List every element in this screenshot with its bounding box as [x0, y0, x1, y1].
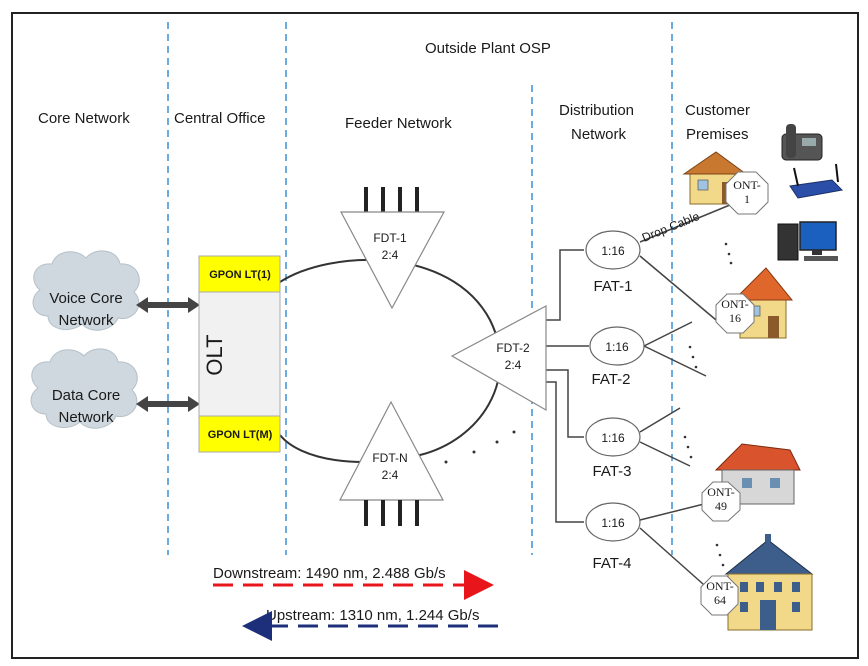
gpon-lt-bottom-label: GPON LT(M) [208, 429, 273, 441]
ont-1-line2: 1 [744, 192, 750, 206]
ont-64-line2: 64 [714, 593, 726, 607]
fdt-2-ratio: 2:4 [505, 358, 522, 372]
label-core-network: Core Network [38, 110, 130, 127]
ont-16-line1: ONT- [721, 297, 749, 311]
fat-1-label: FAT-1 [594, 278, 633, 295]
router-icon [789, 163, 844, 199]
label-customer-line2: Premises [686, 126, 749, 143]
voice-cloud-label-line2: Network [58, 312, 114, 329]
ont-1-line1: ONT- [733, 178, 761, 192]
gpon-lt-top-label: GPON LT(1) [209, 269, 271, 281]
downstream-label: Downstream: 1490 nm, 2.488 Gb/s [213, 565, 446, 582]
diagram-frame [11, 12, 859, 659]
gpon-lt-bottom [198, 415, 281, 453]
data-cloud-label-line2: Network [58, 409, 114, 426]
more-ont-dots [683, 242, 733, 567]
ont-49: ONT- 49 [701, 481, 741, 522]
fat-4: 1:16 FAT-4 [585, 502, 641, 572]
fat-2-label: FAT-2 [592, 371, 631, 388]
label-customer-line1: Customer [685, 102, 750, 119]
voice-cloud-label-line1: Voice Core [49, 290, 122, 307]
fdt-n: FDT-N 2:4 [339, 400, 444, 526]
ont-16-line2: 16 [729, 311, 741, 325]
ont-16: ONT- 16 [715, 293, 755, 334]
data-olt-double-arrow [136, 396, 200, 412]
ont-64-line1: ONT- [706, 579, 734, 593]
fat-3-ratio: 1:16 [601, 431, 625, 445]
ont-49-line1: ONT- [707, 485, 735, 499]
fat-4-ratio: 1:16 [601, 516, 625, 530]
gpon-lt-top [198, 255, 281, 293]
olt-label: OLT [202, 334, 227, 375]
ont-64: ONT- 64 [700, 575, 739, 616]
ont-49-line2: 49 [715, 499, 727, 513]
fat-1-ratio: 1:16 [601, 244, 625, 258]
fdt-1: FDT-1 2:4 [340, 187, 446, 310]
label-distribution-line2: Network [571, 126, 627, 143]
voice-core-cloud: Voice Core Network [32, 250, 140, 331]
voice-olt-double-arrow [136, 297, 200, 313]
label-distribution-line1: Distribution [559, 102, 634, 119]
distribution-fibers [542, 249, 589, 523]
fdt-n-name: FDT-N [372, 451, 407, 465]
data-cloud-label-line1: Data Core [52, 387, 120, 404]
fat-1: 1:16 FAT-1 [585, 230, 641, 295]
upstream-label: Upstream: 1310 nm, 1.244 Gb/s [266, 607, 479, 624]
computer-icon [777, 221, 838, 261]
fdt-n-ratio: 2:4 [382, 468, 399, 482]
fat-4-label: FAT-4 [593, 555, 632, 572]
school-ont-64-icon [724, 534, 814, 631]
fdt-2: FDT-2 2:4 [450, 305, 547, 412]
core-olt-links [136, 297, 200, 412]
fat-3-label: FAT-3 [593, 463, 632, 480]
fdt-2-name: FDT-2 [496, 341, 530, 355]
telephone-icon [781, 124, 823, 161]
fdt-1-name: FDT-1 [373, 231, 407, 245]
data-core-cloud: Data Core Network [30, 348, 138, 429]
downstream-indicator: Downstream: 1490 nm, 2.488 Gb/s [213, 565, 494, 600]
label-feeder-network: Feeder Network [345, 115, 452, 132]
fat-2-ratio: 1:16 [605, 340, 629, 354]
upstream-indicator: Upstream: 1310 nm, 1.244 Gb/s [242, 607, 498, 641]
more-fdt-dots [444, 430, 516, 464]
fat-2: 1:16 FAT-2 [589, 326, 645, 388]
olt-unit: GPON LT(1) GPON LT(M) OLT [198, 255, 281, 453]
drop-lines [639, 199, 743, 593]
fdt-1-ratio: 2:4 [382, 248, 399, 262]
label-outside-plant: Outside Plant OSP [425, 40, 551, 57]
label-central-office: Central Office [174, 110, 265, 127]
ont-1: ONT- 1 [725, 171, 769, 215]
fat-3: 1:16 FAT-3 [585, 417, 641, 480]
